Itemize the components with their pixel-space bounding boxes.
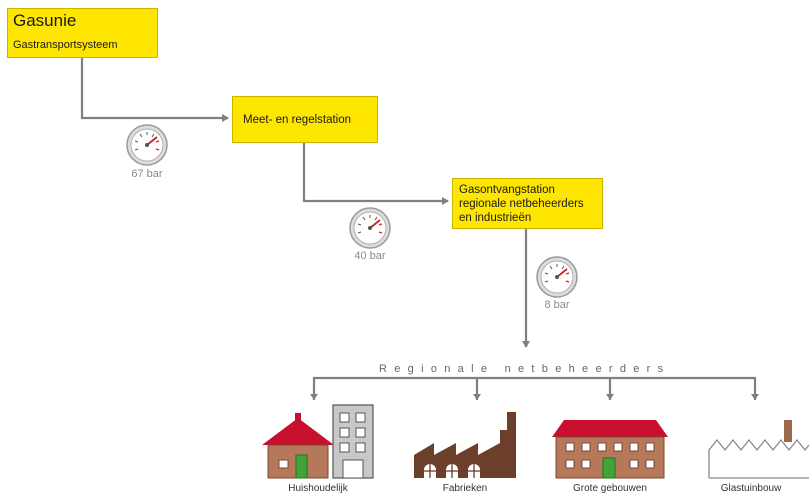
- arrowhead: [310, 394, 318, 400]
- gasunie-to-meet-line: [80, 58, 229, 122]
- gasontvangstation-line3: en industrieën: [459, 212, 532, 224]
- distribution-line: [312, 376, 757, 400]
- pressure-label-8: 8 bar: [544, 299, 570, 311]
- greenhouse-icon: [708, 420, 809, 479]
- consumer-label-grote-gebouwen: Grote gebouwen: [573, 483, 647, 494]
- pressure-gauge-icon: [349, 207, 391, 249]
- arrowhead: [751, 394, 759, 400]
- gasunie-subtitle: Gastransportsysteem: [13, 39, 118, 51]
- meet-regelstation-label: Meet- en regelstation: [243, 114, 352, 126]
- pressure-label-67: 67 bar: [131, 168, 163, 180]
- arrowhead: [473, 394, 481, 400]
- large-building-icon: [552, 420, 668, 479]
- consumer-label-glastuinbouw: Glastuinbouw: [720, 483, 782, 494]
- arrowhead: [606, 394, 614, 400]
- pressure-label-40: 40 bar: [354, 250, 386, 262]
- pressure-gauge-icon: [126, 124, 168, 166]
- factory-icon: [414, 412, 516, 478]
- meet-regelstation-box: Meet- en regelstation: [232, 96, 378, 143]
- gasontvangstation-line2: regionale netbeheerders: [459, 198, 584, 210]
- consumer-label-huishoudelijk: Huishoudelijk: [288, 483, 348, 494]
- meet-to-ontvang-line: [302, 143, 449, 205]
- consumer-label-fabrieken: Fabrieken: [442, 483, 488, 494]
- apartment-building-icon: [332, 404, 374, 479]
- gasontvangstation-box: Gasontvangstation regionale netbeheerder…: [452, 178, 603, 229]
- gasunie-box: Gasunie Gastransportsysteem: [7, 8, 158, 58]
- regional-netbeheerders-label: Regionale netbeheerders: [375, 363, 675, 375]
- pressure-gauge-icon: [536, 256, 578, 298]
- gasontvangstation-line1: Gasontvangstation: [459, 184, 555, 196]
- gasunie-title: Gasunie: [13, 11, 77, 30]
- house-icon: [262, 413, 334, 479]
